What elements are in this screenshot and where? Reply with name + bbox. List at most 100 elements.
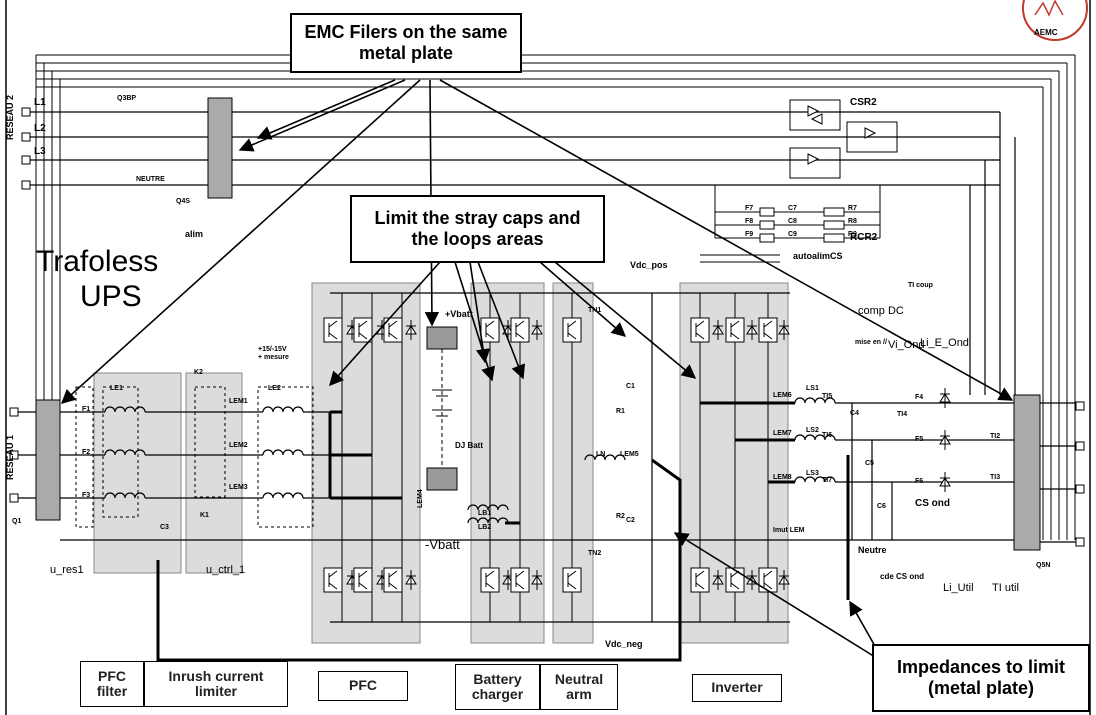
- label-r2: R2: [616, 513, 625, 520]
- label-dj-batt: DJ Batt: [455, 441, 484, 450]
- label-u-res1: u_res1: [50, 564, 84, 576]
- label-ti6: TI6: [822, 432, 833, 439]
- label-l1: L1: [34, 97, 46, 108]
- label-f4: F4: [915, 394, 924, 401]
- label-ti7: TI7: [822, 477, 833, 484]
- label-mesure: + mesure: [258, 354, 289, 361]
- label-lem5: LEM5: [620, 451, 639, 458]
- title-line1: Trafoless: [36, 245, 159, 278]
- label-vdc-neg: Vdc_neg: [605, 639, 643, 649]
- label-ti4: TI4: [897, 411, 908, 418]
- pfc-label: PFC: [318, 671, 408, 701]
- label-c4: C4: [850, 410, 859, 417]
- label-q4s: Q4S: [176, 198, 191, 205]
- label-ti3: TI3: [990, 474, 1001, 481]
- label-f7: F7: [745, 205, 754, 212]
- label-f8: F8: [745, 218, 754, 225]
- label-l3: L3: [34, 146, 46, 157]
- label-k2: K2: [194, 369, 203, 376]
- label-li-e-ond: Li_E_Ond: [920, 337, 969, 349]
- pfc-switches: [323, 293, 417, 622]
- label-tn2: TN2: [588, 550, 602, 557]
- label-le2: LE2: [268, 385, 281, 392]
- label-reseau2: RESEAU 2: [5, 94, 15, 140]
- label-lb1: LB1: [478, 510, 492, 517]
- label-c2: C2: [626, 517, 635, 524]
- label-r7: R7: [848, 205, 857, 212]
- neutral-arm-label: Neutral arm: [540, 664, 618, 710]
- label-lem8: LEM8: [773, 474, 792, 481]
- label-csr2: CSR2: [850, 97, 877, 108]
- label-c5: C5: [865, 460, 874, 467]
- label-neutre-bottom: Neutre: [858, 545, 887, 555]
- emc-callout: EMC Filers on the same metal plate: [290, 13, 522, 73]
- label-c3: C3: [160, 524, 169, 531]
- title: Trafoless UPS: [36, 245, 158, 314]
- stray-caps-callout: Limit the stray caps and the loops areas: [350, 195, 605, 263]
- label-le1: LE1: [110, 385, 123, 392]
- pfc-filter-label: PFC filter: [80, 661, 144, 707]
- label-k1: K1: [200, 512, 209, 519]
- label-c9: C9: [788, 231, 797, 238]
- battery-charger-label: Battery charger: [455, 664, 540, 710]
- impedance-callout: Impedances to limit (metal plate): [872, 644, 1090, 712]
- label-f2: F2: [82, 449, 91, 456]
- label-r8: R8: [848, 218, 857, 225]
- label-autoalim: autoalimCS: [793, 251, 843, 261]
- label-f1: F1: [82, 406, 91, 413]
- label-ls3: LS3: [806, 470, 819, 477]
- aemc-logo: [1022, 0, 1088, 41]
- label-q3bp: Q3BP: [117, 95, 137, 102]
- label-vdc-pos: Vdc_pos: [630, 260, 668, 270]
- label-li-util: Li_Util: [943, 582, 974, 594]
- label-c6: C6: [877, 503, 886, 510]
- label-ls1: LS1: [806, 385, 819, 392]
- label-tn1: TN1: [588, 307, 602, 314]
- label-r9: R9: [848, 231, 857, 238]
- label-r1: R1: [616, 408, 625, 415]
- label-lem6: LEM6: [773, 392, 792, 399]
- label-f9: F9: [745, 231, 754, 238]
- label-mise-en: mise en //: [855, 339, 887, 346]
- label-lem3: LEM3: [229, 484, 248, 491]
- label-ln: LN: [596, 451, 606, 458]
- title-line2: UPS: [80, 279, 142, 313]
- label-f5: F5: [915, 436, 924, 443]
- label-f3: F3: [82, 492, 91, 499]
- label-alim: alim: [185, 229, 204, 239]
- label-u-ctrl1: u_ctrl_1: [206, 564, 246, 576]
- inverter-label: Inverter: [692, 674, 782, 702]
- label-vbatt-pos: +Vbatt: [445, 309, 473, 319]
- label-c7: C7: [788, 205, 797, 212]
- label-l2: L2: [34, 123, 46, 134]
- logo-text: AEMC: [1034, 28, 1058, 37]
- label-ti5: TI5: [822, 393, 833, 400]
- label-lem1: LEM1: [229, 398, 248, 405]
- label-rcr2: RCR2: [850, 232, 878, 243]
- label-c8: C8: [788, 218, 797, 225]
- label-pm15: +15/-15V: [258, 346, 287, 353]
- label-reseau1: RESEAU 1: [5, 434, 15, 480]
- label-q5n: Q5N: [1036, 562, 1051, 569]
- label-ls2: LS2: [806, 427, 819, 434]
- label-ti-util: TI util: [992, 582, 1019, 594]
- label-vbatt-neg: -Vbatt: [425, 537, 460, 552]
- label-lem4: LEM4: [417, 489, 424, 508]
- label-cde-cs-ond: cde CS ond: [880, 572, 925, 581]
- label-lem2: LEM2: [229, 442, 248, 449]
- label-ti-coup: TI coup: [908, 282, 933, 289]
- label-c1: C1: [626, 383, 635, 390]
- label-cs-ond: CS ond: [915, 498, 950, 509]
- label-vi-ond: Vi_Ond: [888, 339, 925, 351]
- label-lem7: LEM7: [773, 430, 792, 437]
- label-q1: Q1: [12, 518, 22, 525]
- label-comp-dc: comp DC: [858, 305, 904, 317]
- inrush-limiter-label: Inrush current limiter: [144, 661, 288, 707]
- label-f6: F6: [915, 478, 924, 485]
- label-imut-lem: Imut LEM: [773, 527, 805, 534]
- label-neutre-top: NEUTRE: [136, 176, 165, 183]
- label-lb2: LB2: [478, 524, 492, 531]
- label-ti2: TI2: [990, 433, 1001, 440]
